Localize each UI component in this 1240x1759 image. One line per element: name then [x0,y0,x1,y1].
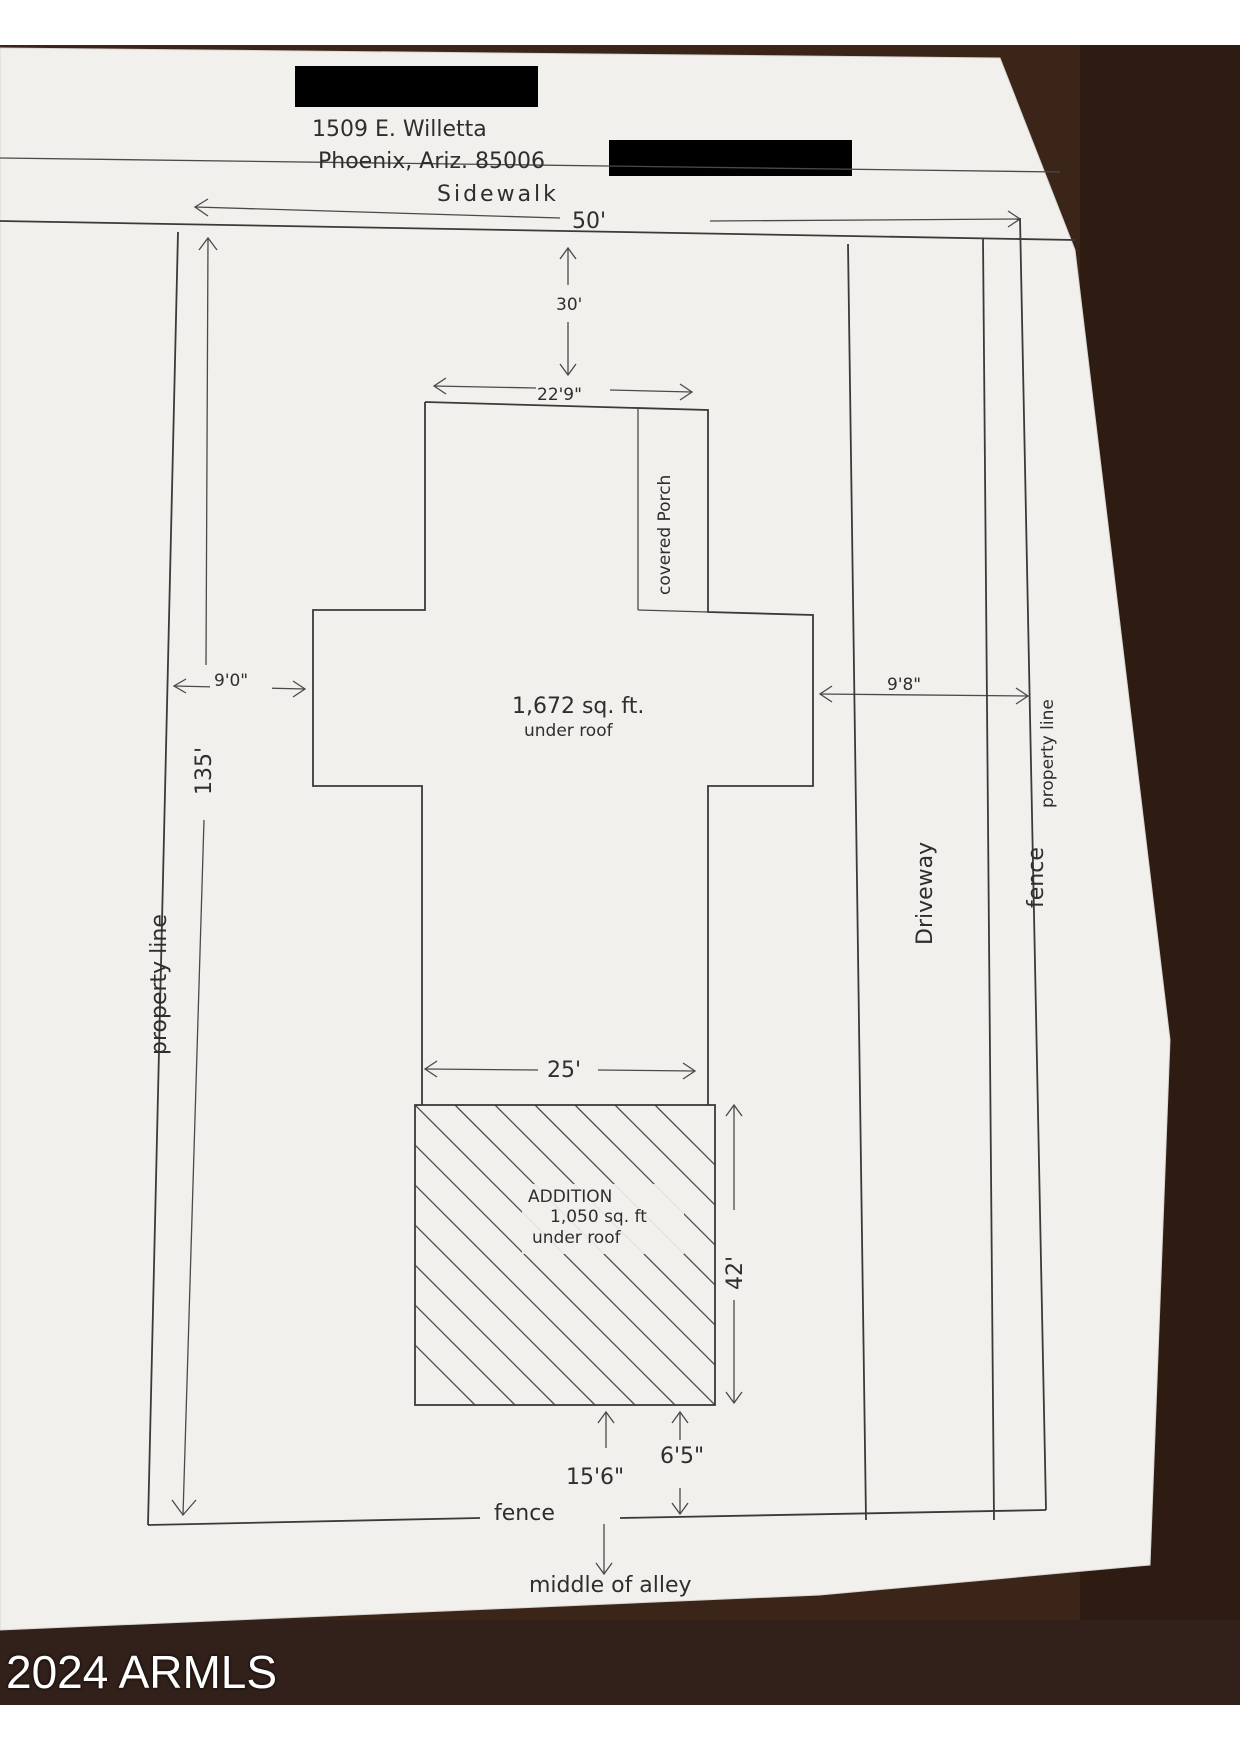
addition-outline [414,1104,716,1406]
fence-right-label: fence [1024,847,1049,908]
addition-width-label: 25' [547,1058,581,1083]
house-width-arrow-right [609,389,693,393]
rear-right-label: 6'5" [660,1444,704,1469]
label-mask [210,666,272,690]
address-line1: 1509 E. Willetta [312,117,487,142]
addition-line2: 1,050 sq. ft [550,1207,647,1227]
main-area-line1: 1,672 sq. ft. [512,694,644,719]
header-rule [0,157,1061,173]
arrowhead [193,198,209,217]
fence-line-bottom-right [619,1509,1047,1519]
lot-depth-arrow-top [205,237,209,666]
property-line-right-label: property line [1038,699,1058,808]
addition-line1: ADDITION [528,1187,612,1207]
house-width-label: 22'9" [537,385,582,405]
side-right-label: 9'8" [887,675,921,695]
arrowhead [171,1499,197,1517]
house-outline-left [312,402,426,1105]
arrowhead [725,1391,743,1405]
sidewalk-label: Sidewalk [437,182,559,207]
alley-label: middle of alley [529,1573,692,1598]
house-width-arrow-left [433,385,537,389]
wood-bottom [0,1620,1240,1705]
arrowhead [725,1103,743,1117]
arrowhead [595,1562,613,1576]
sidewalk-line [0,220,1076,241]
addition-width-arrow-left [424,1068,539,1071]
setback-front-label: 30' [556,295,582,315]
arrowhead [198,236,218,251]
house-outline-right [424,401,814,1105]
left-property-line [147,231,179,1526]
addition-line3: under roof [532,1228,622,1248]
redaction-bar-address [609,140,852,176]
arrowhead [559,363,577,377]
arrowhead [1015,687,1030,705]
rear-left-label: 15'6" [566,1465,624,1490]
fence-bottom-label: fence [494,1501,555,1526]
arrowhead [671,1502,689,1516]
driveway-label: Driveway [913,842,938,945]
address-line2: Phoenix, Ariz. 85006 [318,149,545,174]
lot-width-arrow-right [709,218,1021,222]
arrowhead [597,1410,615,1424]
lot-depth-label: 135' [192,747,217,795]
addition-label-mask [522,1184,684,1254]
arrowhead [818,685,833,703]
main-area-line2: under roof [524,721,614,741]
lot-width-label: 50' [572,209,606,234]
addition-hatching [415,1105,715,1405]
property-line-left-label: property line [147,914,172,1055]
redaction-bar-top [295,66,538,107]
addition-depth-label: 42' [723,1256,748,1290]
arrowhead [432,377,447,395]
paper-sheet [0,47,1171,1631]
watermark: 2024 ARMLS [6,1646,278,1698]
fence-line-bottom-left [147,1517,481,1526]
arrowhead [172,678,187,694]
porch-bottom [637,609,709,613]
arrowhead [679,383,694,401]
lot-width-arrow-left [194,206,561,219]
fence-line-right [982,237,995,1521]
addition-width-arrow-right [597,1069,696,1072]
lot-depth-arrow-bottom [182,819,205,1516]
label-mask [883,670,947,694]
side-left-label: 9'0" [214,671,248,691]
arrowhead [559,246,577,260]
covered-porch-label: covered Porch [655,475,675,595]
arrowhead [671,1410,689,1424]
arrowhead [292,680,307,698]
arrowhead [682,1062,697,1080]
driveway-line [847,243,867,1521]
arrowhead [423,1060,438,1078]
right-property-line [1019,217,1047,1511]
